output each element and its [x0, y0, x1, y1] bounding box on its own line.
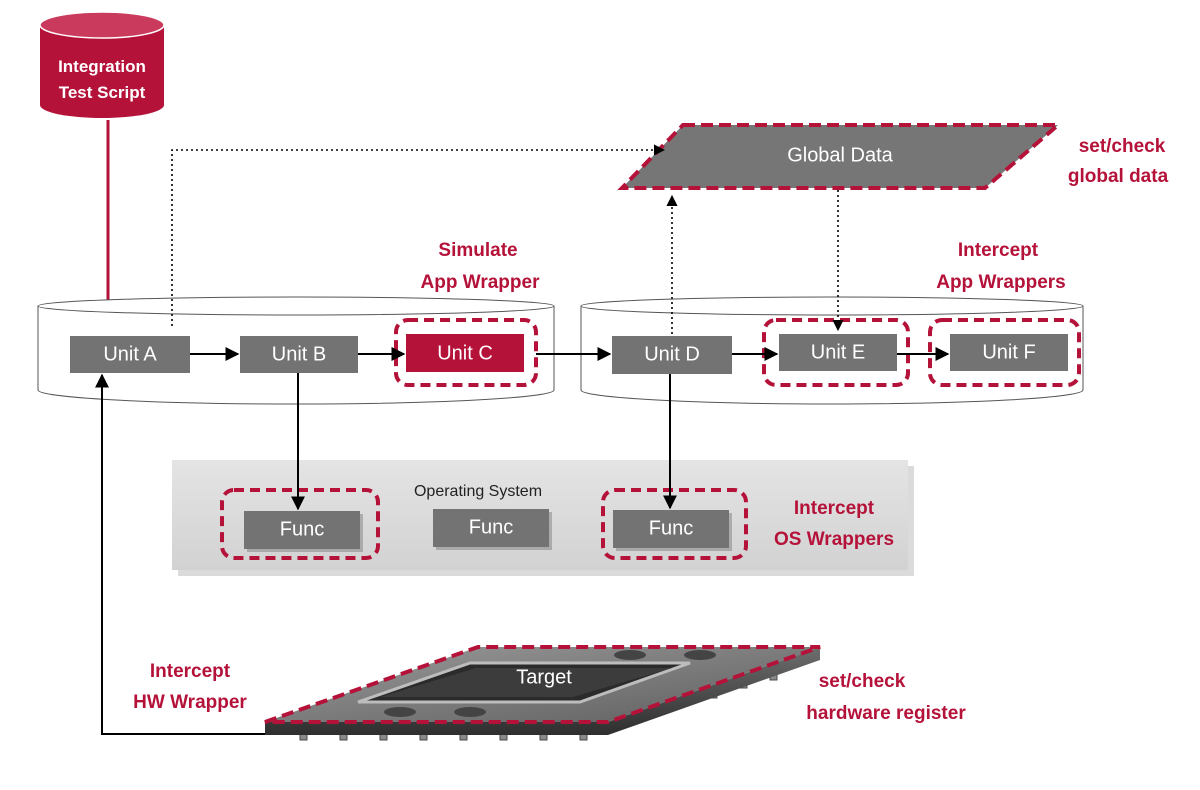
set-check-global-label-1: set/check [1079, 136, 1166, 157]
intercept-app-label-2: App Wrappers [936, 272, 1066, 293]
func-3-label: Func [649, 517, 693, 539]
intercept-hw-label-1: Intercept [150, 661, 231, 682]
func-3: Func [613, 510, 732, 551]
unit-c: Unit C [406, 334, 524, 372]
operating-system-title: Operating System [414, 483, 542, 500]
func-1-label: Func [280, 518, 324, 540]
set-check-global-label-2: global data [1068, 166, 1169, 187]
unit-a-label: Unit A [103, 343, 157, 365]
func-2: Func [433, 509, 552, 550]
intercept-app-label-1: Intercept [958, 240, 1039, 261]
unit-e-wrapper-outline [762, 318, 910, 387]
unit-e: Unit E [779, 334, 897, 371]
unit-d-label: Unit D [644, 343, 700, 365]
func-2-label: Func [469, 516, 513, 538]
integration-test-script-database: Integration Test Script [39, 11, 165, 118]
unit-c-label: Unit C [437, 342, 493, 364]
simulate-label-1: Simulate [438, 240, 517, 261]
target-label: Target [516, 666, 572, 688]
func-1-wrapper-outline [220, 488, 380, 560]
unit-a-to-global-data-arrow [171, 144, 666, 326]
unit-a: Unit A [70, 336, 190, 373]
intercept-os-label-2: OS Wrappers [774, 529, 894, 550]
unit-f: Unit F [950, 334, 1068, 371]
set-check-hw-label-1: set/check [819, 671, 906, 692]
func-3-wrapper-outline [601, 488, 748, 560]
intercept-hw-label-2: HW Wrapper [133, 692, 247, 713]
unit-f-label: Unit F [982, 341, 1035, 363]
unit-d: Unit D [612, 336, 732, 374]
unit-e-label: Unit E [811, 341, 865, 363]
intercept-os-label-1: Intercept [794, 498, 875, 519]
unit-b-label: Unit B [272, 343, 326, 365]
unit-f-wrapper-outline [928, 318, 1081, 387]
global-data-label: Global Data [787, 144, 893, 166]
unit-c-wrapper-outline [394, 318, 538, 387]
simulate-label-2: App Wrapper [421, 272, 541, 293]
database-label-line2: Test Script [59, 83, 146, 102]
global-data-shape: Global Data [617, 123, 1064, 190]
database-label-line1: Integration [58, 57, 146, 76]
func-1: Func [244, 511, 363, 552]
hardware-to-unit-a-arrow [95, 373, 265, 735]
set-check-hw-label-2: hardware register [806, 703, 966, 724]
target-chip: Target [264, 645, 821, 741]
unit-b: Unit B [240, 336, 358, 373]
